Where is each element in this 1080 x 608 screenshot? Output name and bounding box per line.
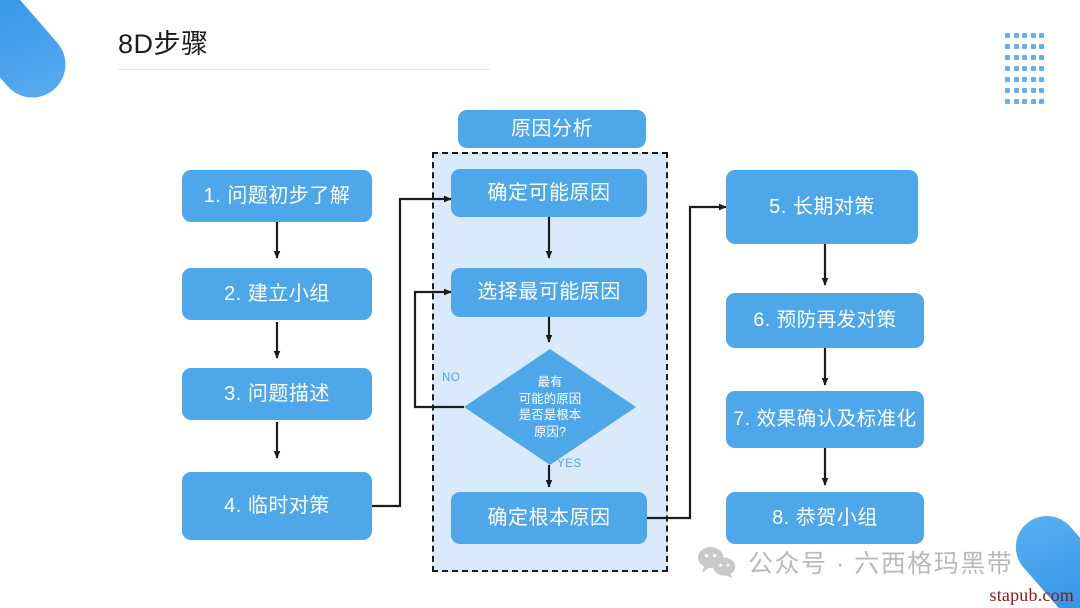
corner-decoration-top-left-icon <box>0 0 80 112</box>
flow-node-root-cause-decision[interactable]: 最有 可能的原因 是否是根本 原因? <box>464 349 636 465</box>
flow-node-cause-identify[interactable]: 确定可能原因 <box>451 169 647 217</box>
dot-grid-decoration-icon <box>1005 33 1048 110</box>
cause-analysis-header[interactable]: 原因分析 <box>458 110 646 148</box>
wechat-icon <box>697 546 736 578</box>
wechat-watermark-label: 公众号 · 六西格玛黑带 <box>748 550 1014 578</box>
flow-node-step6[interactable]: 6. 预防再发对策 <box>726 293 924 348</box>
flow-node-step4[interactable]: 4. 临时对策 <box>182 472 372 540</box>
flow-node-step1[interactable]: 1. 问题初步了解 <box>182 170 372 222</box>
title-divider <box>118 69 490 70</box>
page-title: 8D步骤 <box>118 29 209 59</box>
decision-label: 最有 可能的原因 是否是根本 原因? <box>518 375 582 439</box>
flow-node-cause-select[interactable]: 选择最可能原因 <box>451 268 647 317</box>
flow-node-step5[interactable]: 5. 长期对策 <box>726 170 918 244</box>
flow-node-step7[interactable]: 7. 效果确认及标准化 <box>726 391 924 448</box>
wechat-watermark: 公众号 · 六西格玛黑带 <box>697 544 1013 580</box>
edge-label-yes: YES <box>557 458 582 470</box>
flow-node-step2[interactable]: 2. 建立小组 <box>182 268 372 320</box>
edge-label-no: NO <box>442 372 461 384</box>
site-watermark: stapub.com <box>989 585 1074 605</box>
flow-node-cause-root[interactable]: 确定根本原因 <box>451 492 647 544</box>
flow-node-step8[interactable]: 8. 恭贺小组 <box>726 492 924 544</box>
flow-node-step3[interactable]: 3. 问题描述 <box>182 368 372 420</box>
